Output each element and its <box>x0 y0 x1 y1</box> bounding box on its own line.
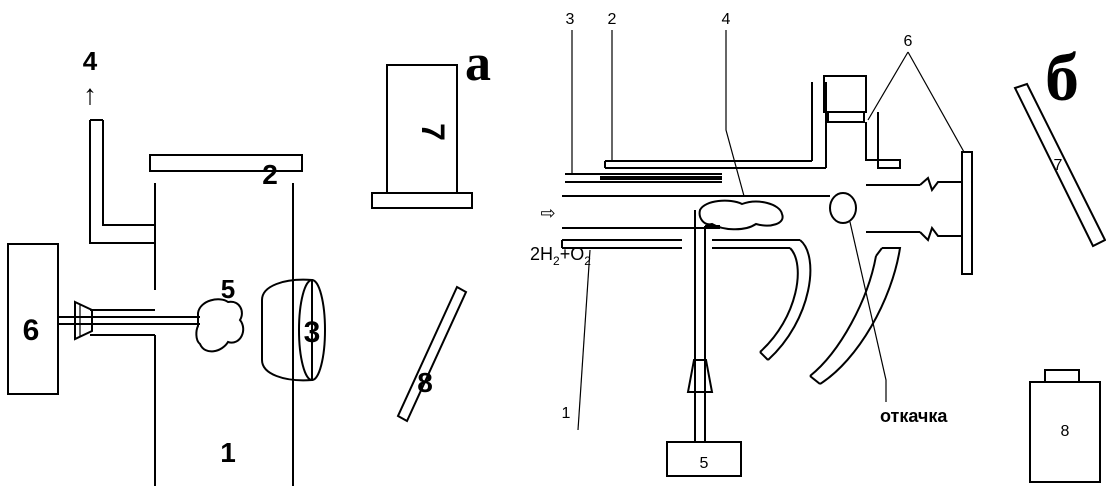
label-b-rod: 3 <box>566 11 575 28</box>
detector-8-cap <box>1044 369 1080 383</box>
arm1-inner <box>759 247 799 353</box>
observation-port <box>829 192 857 224</box>
rod-filament <box>600 176 722 180</box>
panel-a: 4 ↑ 2 5 6 3 1 8 7 a <box>7 35 491 486</box>
source-box <box>7 243 59 395</box>
leader-tube <box>577 249 591 431</box>
gas-sub2: 2 <box>584 254 591 268</box>
label-source: 6 <box>23 314 40 347</box>
label-lid: 2 <box>262 159 278 190</box>
outlet-pipe-inner <box>102 120 155 226</box>
target-face <box>298 279 326 381</box>
label-b-tube: 1 <box>562 405 571 422</box>
label-plate: 8 <box>417 367 433 398</box>
top-viewport <box>823 75 867 113</box>
pump-label: откачка <box>880 406 948 426</box>
arm2-outer <box>819 247 902 385</box>
leader-pump <box>849 221 887 402</box>
right-window <box>961 151 973 275</box>
chamber-lid <box>149 154 303 172</box>
label-b-detector: 8 <box>1061 423 1070 440</box>
right-neck-bottom-zigzag <box>919 225 962 242</box>
label-outlet: 4 <box>83 46 98 76</box>
label-b-plate: 7 <box>1054 157 1063 174</box>
label-detector: 7 <box>415 123 451 141</box>
feed-nozzle <box>686 359 714 393</box>
plume-cloud <box>195 298 245 353</box>
arm2-inner <box>809 247 883 377</box>
label-target: 3 <box>304 316 321 349</box>
panel-b: 3 2 4 6 1 5 8 7 ⇨ 2H2+O2 откачка б <box>530 11 1106 483</box>
leader-window-top <box>867 51 909 121</box>
leader-flame <box>725 30 745 197</box>
label-b-source: 5 <box>700 455 709 472</box>
plate-7 <box>1013 82 1106 248</box>
detector-base <box>371 192 473 209</box>
probe-cone <box>74 300 93 341</box>
arm2-end <box>809 375 821 385</box>
leader-window-right <box>907 51 965 153</box>
label-chamber: 1 <box>220 437 236 468</box>
outlet-pipe-outer <box>89 120 155 244</box>
gas-inlet-arrow-icon: ⇨ <box>540 203 555 223</box>
gas-plus: +O <box>560 244 585 264</box>
label-b-flame: 4 <box>722 11 731 28</box>
panel-b-letter: б <box>1045 39 1079 115</box>
detector-8-box <box>1029 381 1101 483</box>
arm1-outer <box>767 239 812 361</box>
label-plume: 5 <box>221 274 235 304</box>
label-b-jacket: 2 <box>608 11 617 28</box>
arm1-end <box>759 351 769 361</box>
right-neck-top-zigzag <box>919 176 962 193</box>
plate-8 <box>396 285 468 423</box>
arrow-up-icon: ↑ <box>83 79 97 110</box>
top-window <box>827 111 865 123</box>
flame-plume <box>698 199 784 231</box>
gas-formula: 2H2+O2 <box>530 244 591 268</box>
gas-sub1: 2 <box>553 254 560 268</box>
panel-a-letter: a <box>465 35 491 92</box>
top-neck-right <box>865 112 901 169</box>
gas-main: 2H <box>530 244 553 264</box>
label-b-windows: 6 <box>904 33 913 50</box>
